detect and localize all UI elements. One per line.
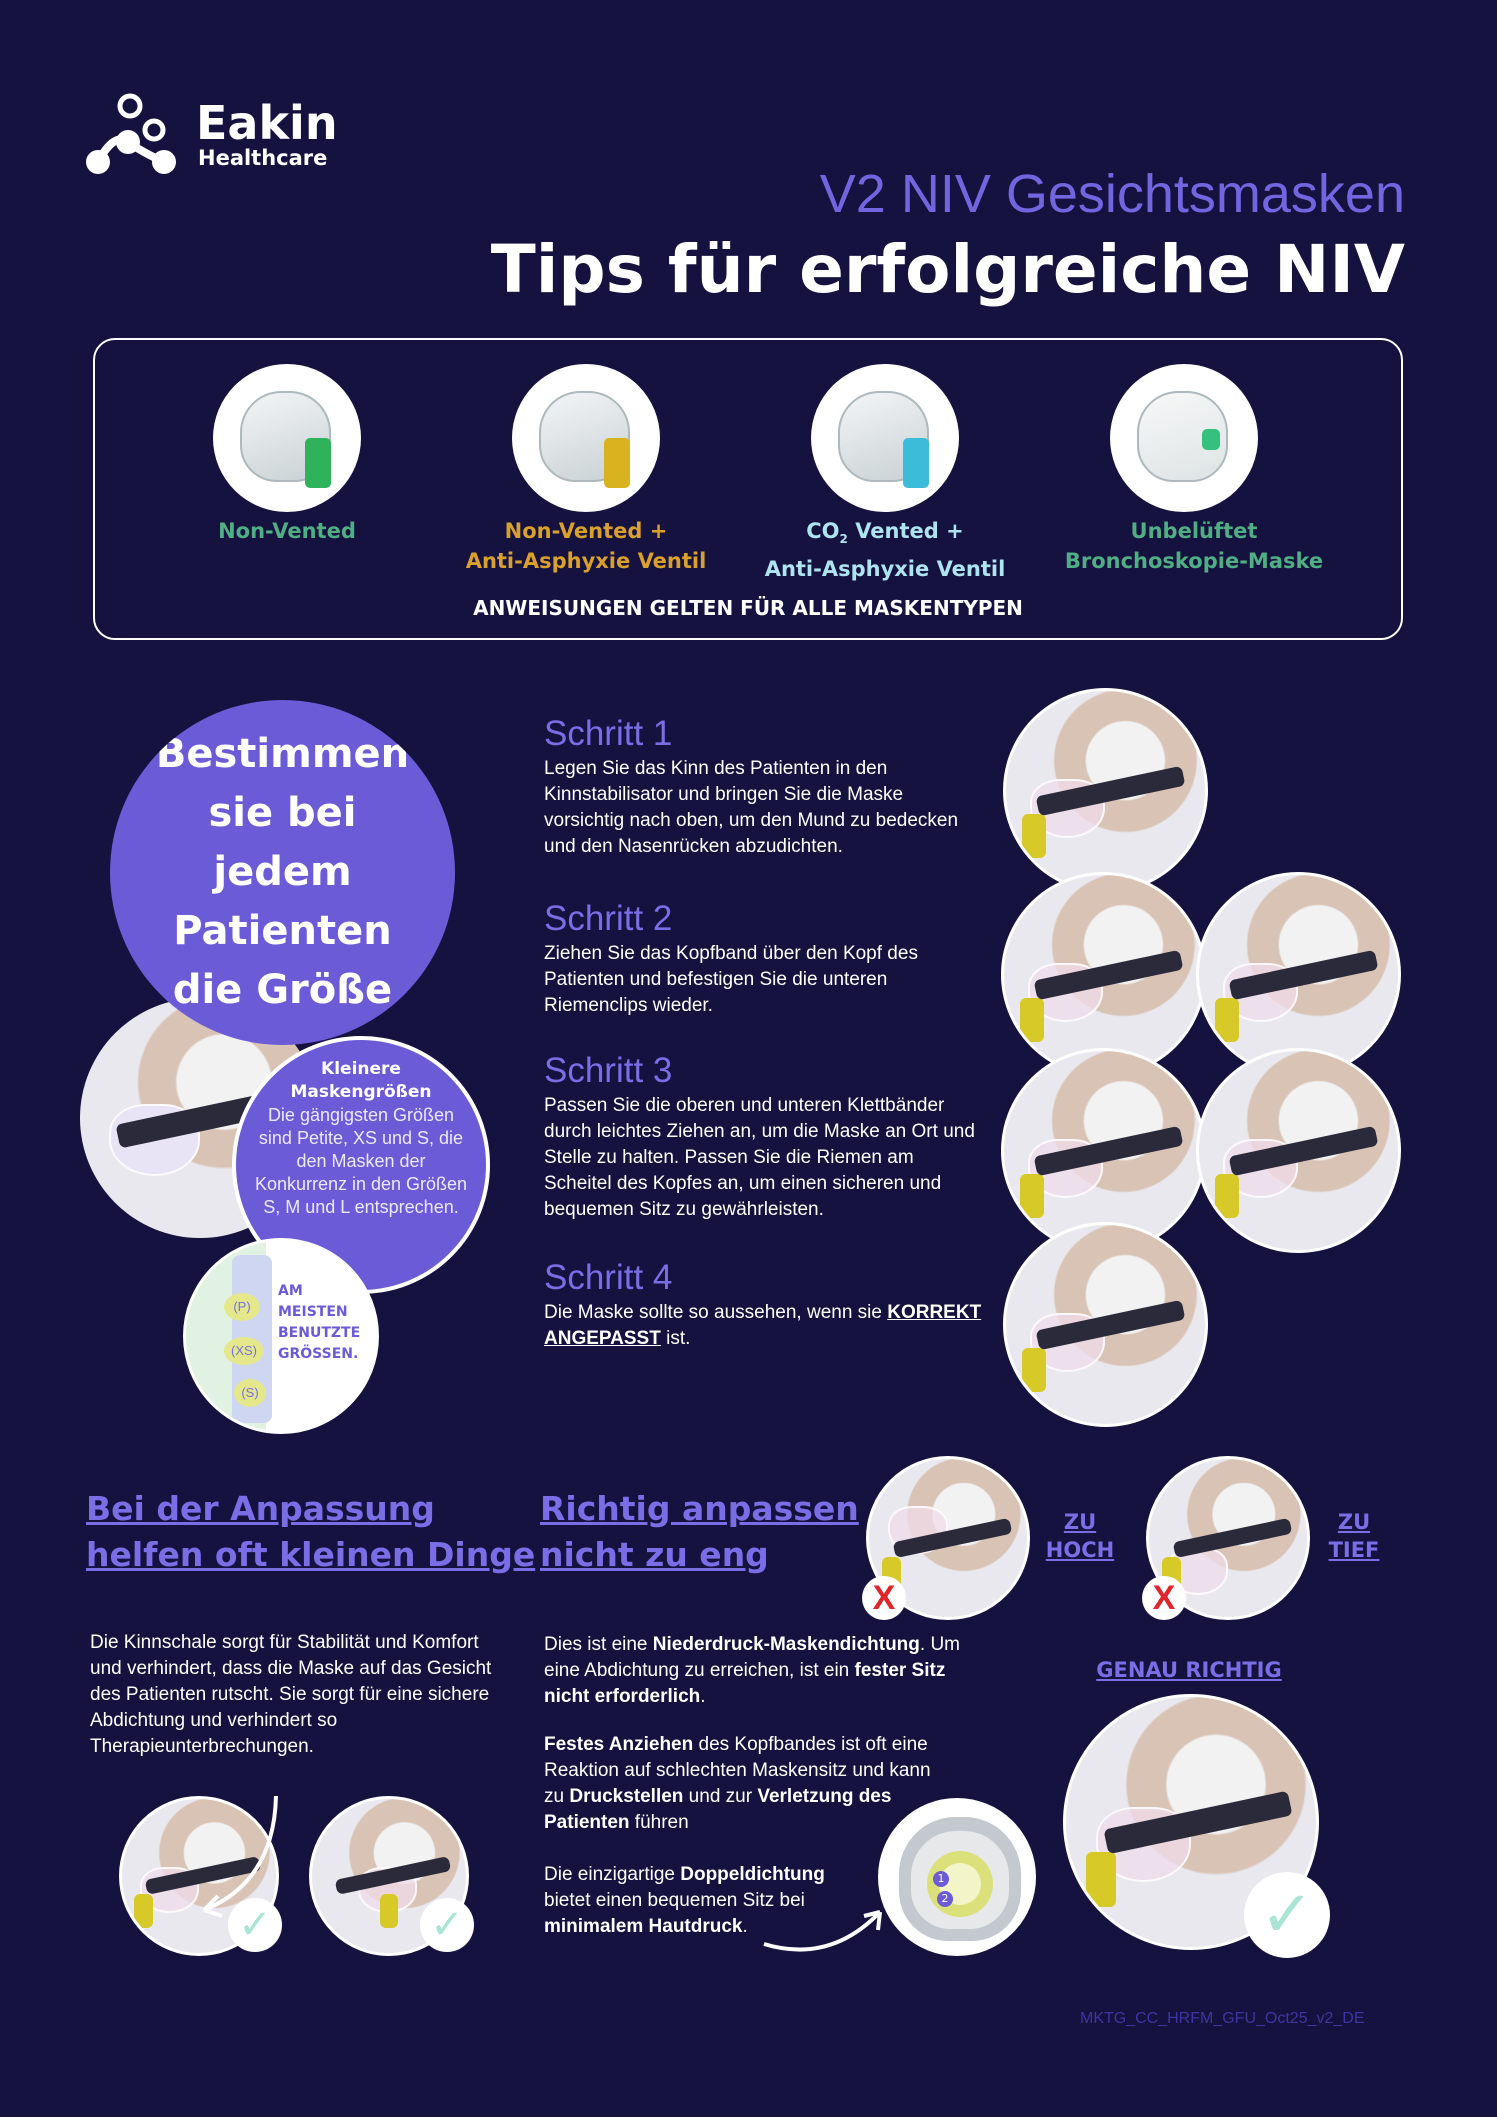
double-seal-diagram: 1 2 <box>878 1798 1036 1956</box>
smaller-sizes-text: Die gängigsten Größen sind Petite, XS un… <box>254 1105 468 1217</box>
mask-label-co2-vented: CO2 Vented + Anti-Asphyxie Ventil <box>764 519 1006 582</box>
size-big-circle: Bestimmen sie bei jedem Patienten die Gr… <box>110 700 455 1045</box>
size-badge-p: (P) <box>224 1293 260 1321</box>
page-subtitle: V2 NIV Gesichtsmasken <box>819 164 1405 224</box>
smaller-sizes-title: Kleinere Maskengrößen <box>290 1059 432 1102</box>
just-right-label: GENAU RICHTIG <box>1096 1658 1282 1682</box>
mask-label-non-vented: Non-Vented <box>218 519 356 543</box>
mask-bronchoscopy-image <box>1110 364 1258 512</box>
step-4-title: Schritt 4 <box>544 1258 673 1297</box>
curved-arrow-icon <box>763 1910 882 1952</box>
page-title: Tips für erfolgreiche NIV <box>490 231 1405 308</box>
step-2-title: Schritt 2 <box>544 899 673 938</box>
wrong-x-icon: X <box>1142 1576 1186 1620</box>
step-1-text: Legen Sie das Kinn des Patienten in den … <box>544 758 959 857</box>
step-3b-photo <box>1196 1048 1401 1253</box>
step-1-photo <box>1003 688 1208 893</box>
step-3-title: Schritt 3 <box>544 1051 673 1090</box>
step-4-text: Die Maske sollte so aussehen, wenn sie K… <box>544 1302 982 1349</box>
check-icon: ✓ <box>1244 1872 1330 1958</box>
mask-non-vented-image <box>213 364 361 512</box>
step-2-text: Ziehen Sie das Kopfband über den Kopf de… <box>544 943 918 1016</box>
fit-paragraph-2: Festes Anziehen des Kopfbandes ist oft e… <box>544 1734 931 1833</box>
step-3a-photo <box>1001 1048 1206 1253</box>
size-badge-xs: (XS) <box>224 1337 264 1365</box>
fit-paragraph-1: Dies ist eine Niederdruck-Maskendichtung… <box>544 1634 960 1707</box>
brand-sub: Healthcare <box>198 146 328 170</box>
step-1-title: Schritt 1 <box>544 714 673 753</box>
most-used-sizes-circle: (P) (XS) (S) AM MEISTEN BENUTZTE GRÖSSEN… <box>183 1238 379 1434</box>
small-things-text: Die Kinnschale sorgt für Stabilität und … <box>90 1632 492 1757</box>
brand-name: Eakin <box>196 96 338 150</box>
eakin-logo-icon <box>86 93 176 174</box>
step-2a-photo <box>1001 872 1206 1077</box>
fit-heading: Richtig anpassen nicht zu eng <box>540 1489 859 1574</box>
mask-types-note: ANWEISUNGEN GELTEN FÜR ALLE MASKENTYPEN <box>473 596 1023 620</box>
fit-paragraph-3: Die einzigartige Doppeldichtung bietet e… <box>544 1864 825 1937</box>
seal-marker-2: 2 <box>937 1891 953 1907</box>
wrong-x-icon: X <box>862 1576 906 1620</box>
document-code: MKTG_CC_HRFM_GFU_Oct25_v2_DE <box>1080 2010 1365 2027</box>
mask-label-bronchoscopy: Unbelüftet Bronchoskopie-Maske <box>1064 519 1324 573</box>
too-low-label: ZU TIEF <box>1328 1510 1380 1562</box>
step-3: Schritt 3 Passen Sie die oberen und unte… <box>544 1051 984 1223</box>
check-icon: ✓ <box>228 1898 282 1952</box>
check-icon: ✓ <box>420 1898 474 1952</box>
seal-marker-1: 1 <box>933 1871 949 1887</box>
too-high-label: ZU HOCH <box>1045 1510 1115 1562</box>
brand-logo: Eakin Healthcare <box>84 92 344 182</box>
mask-label-non-vented-aav: Non-Vented + Anti-Asphyxie Ventil <box>465 519 707 573</box>
step-4: Schritt 4 Die Maske sollte so aussehen, … <box>544 1258 984 1352</box>
small-things-heading: Bei der Anpassung helfen oft kleinen Din… <box>86 1489 536 1574</box>
step-1: Schritt 1 Legen Sie das Kinn des Patient… <box>544 714 984 860</box>
mask-types-box: Non-Vented Non-Vented + Anti-Asphyxie Ve… <box>93 338 1403 640</box>
step-2b-photo <box>1196 872 1401 1077</box>
most-used-sizes-label: AM MEISTEN BENUTZTE GRÖSSEN. <box>278 1283 361 1362</box>
mask-non-vented-aav-image <box>512 364 660 512</box>
step-4-photo <box>1003 1222 1208 1427</box>
size-badge-s: (S) <box>234 1379 266 1407</box>
size-big-circle-text: Bestimmen sie bei jedem Patienten die Gr… <box>155 731 410 1013</box>
step-3-text: Passen Sie die oberen und unteren Klettb… <box>544 1095 975 1220</box>
step-2: Schritt 2 Ziehen Sie das Kopfband über d… <box>544 899 984 1019</box>
mask-co2-vented-image <box>811 364 959 512</box>
curved-arrow-icon <box>202 1795 278 1918</box>
